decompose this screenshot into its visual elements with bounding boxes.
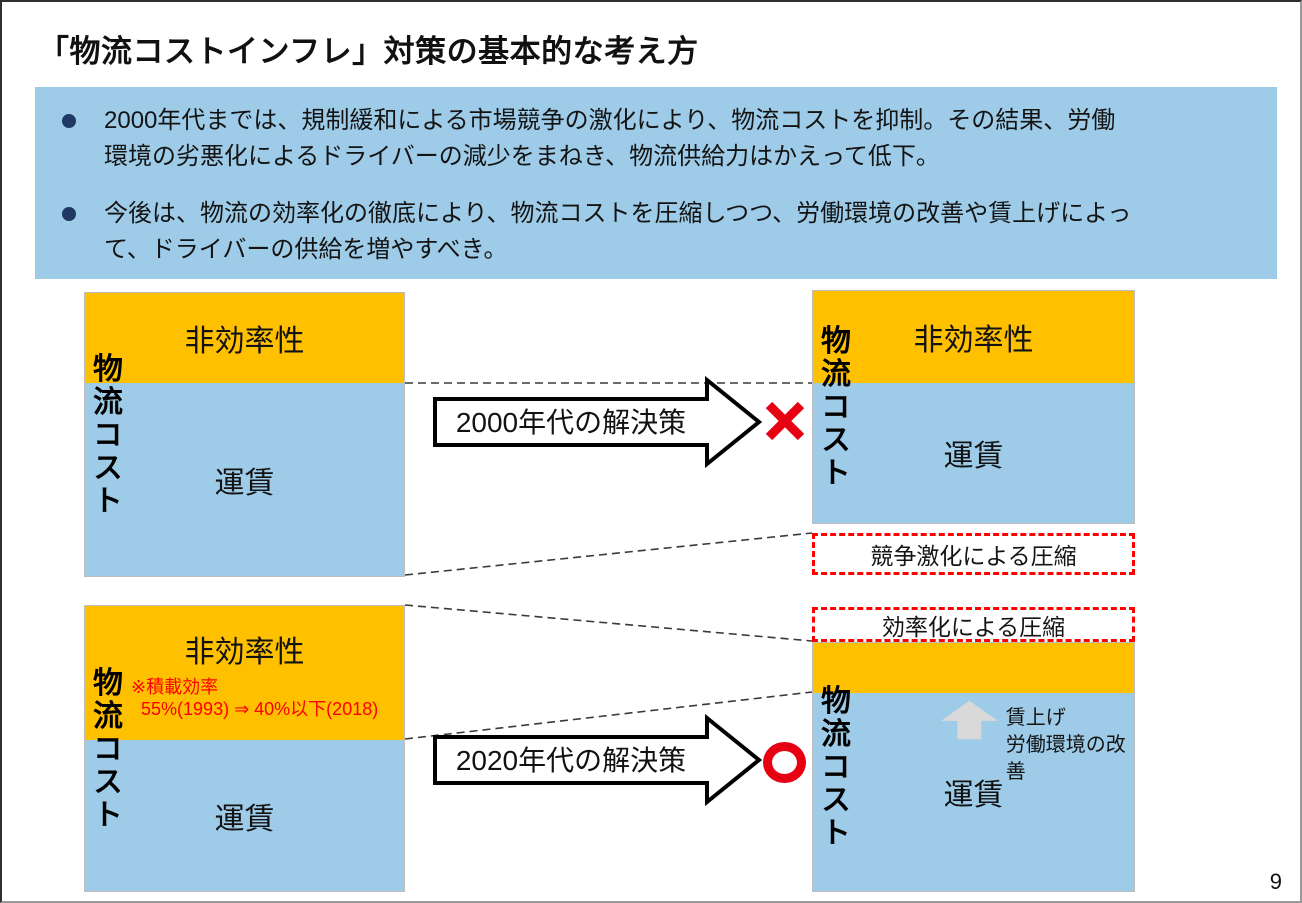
inefficiency-label: 非効率性	[184, 635, 305, 669]
wage-improvement-group: 賃上げ 労働環境の改善	[941, 699, 1134, 786]
inefficiency-label: 非効率性	[913, 324, 1034, 357]
inefficiency-segment	[813, 643, 1134, 693]
callout-competition-compression: 競争激化による圧縮	[812, 533, 1135, 575]
fare-label: 運賃	[943, 779, 1004, 812]
connector-line-efficiency	[404, 604, 813, 642]
summary-bullet-2: 今後は、物流の効率化の徹底により、物流コストを圧縮しつつ、労働環境の改善や賃上げ…	[35, 196, 1277, 268]
up-arrow-icon	[941, 700, 998, 740]
summary-bullet-2-text: 今後は、物流の効率化の徹底により、物流コストを圧縮しつつ、労働環境の改善や賃上げ…	[104, 200, 1132, 263]
page-number: 9	[1269, 869, 1282, 894]
inefficiency-segment: 非効率性	[813, 291, 1134, 383]
load-efficiency-note: ※積載効率 55%(1993) ⇒ 40%以下(2018)	[131, 676, 379, 719]
y-axis-label: 物流コスト	[88, 352, 121, 517]
success-circle-mark	[763, 742, 806, 783]
inefficiency-label: 非効率性	[184, 325, 305, 358]
chart-after-2000s: 物流コスト 非効率性 運賃	[812, 290, 1135, 524]
fare-segment: 運賃	[85, 740, 404, 891]
wage-improvement-note: 賃上げ 労働環境の改善	[1005, 707, 1126, 783]
fare-label: 運賃	[214, 466, 275, 500]
fare-label: 運賃	[214, 802, 275, 836]
inefficiency-segment: 非効率性	[85, 293, 404, 383]
chart-before-2020s: 物流コスト 非効率性 ※積載効率 55%(1993) ⇒ 40%以下(2018)…	[84, 605, 405, 892]
slide-title: 「物流コストインフレ」対策の基本的な考え方	[38, 34, 699, 69]
bullet-dot-icon	[62, 207, 76, 221]
chart-before-2000s: 物流コスト 非効率性 運賃	[84, 292, 405, 577]
y-axis-label: 物流コスト	[816, 684, 849, 850]
arrow-2020s-label: 2020年代の解決策	[456, 745, 686, 776]
failure-x-mark	[765, 401, 805, 441]
connector-line-compression	[404, 532, 813, 576]
arrow-2000s-label: 2000年代の解決策	[456, 407, 686, 438]
chart-after-2020s: 物流コスト 賃上げ 労働環境の改善 運賃	[812, 642, 1135, 892]
arrow-2000s-solution: 2000年代の解決策	[433, 375, 763, 469]
bullet-dot-icon	[62, 114, 76, 128]
y-axis-label: 物流コスト	[88, 666, 121, 831]
summary-bullet-1: 2000年代までは、規制緩和による市場競争の激化により、物流コストを抑制。その結…	[35, 103, 1277, 175]
fare-segment: 賃上げ 労働環境の改善 運賃	[813, 693, 1134, 891]
callout-efficiency-compression: 効率化による圧縮	[812, 607, 1135, 642]
arrow-2000s-shape	[433, 375, 763, 469]
y-axis-label: 物流コスト	[816, 324, 849, 490]
fare-segment: 運賃	[813, 383, 1134, 523]
summary-box: 2000年代までは、規制緩和による市場競争の激化により、物流コストを抑制。その結…	[35, 87, 1277, 279]
fare-segment: 運賃	[85, 383, 404, 576]
arrow-2020s-solution: 2020年代の解決策	[433, 713, 763, 807]
fare-label: 運賃	[943, 440, 1004, 473]
inefficiency-segment: 非効率性 ※積載効率 55%(1993) ⇒ 40%以下(2018)	[85, 606, 404, 740]
summary-bullet-1-text: 2000年代までは、規制緩和による市場競争の激化により、物流コストを抑制。その結…	[104, 107, 1116, 170]
